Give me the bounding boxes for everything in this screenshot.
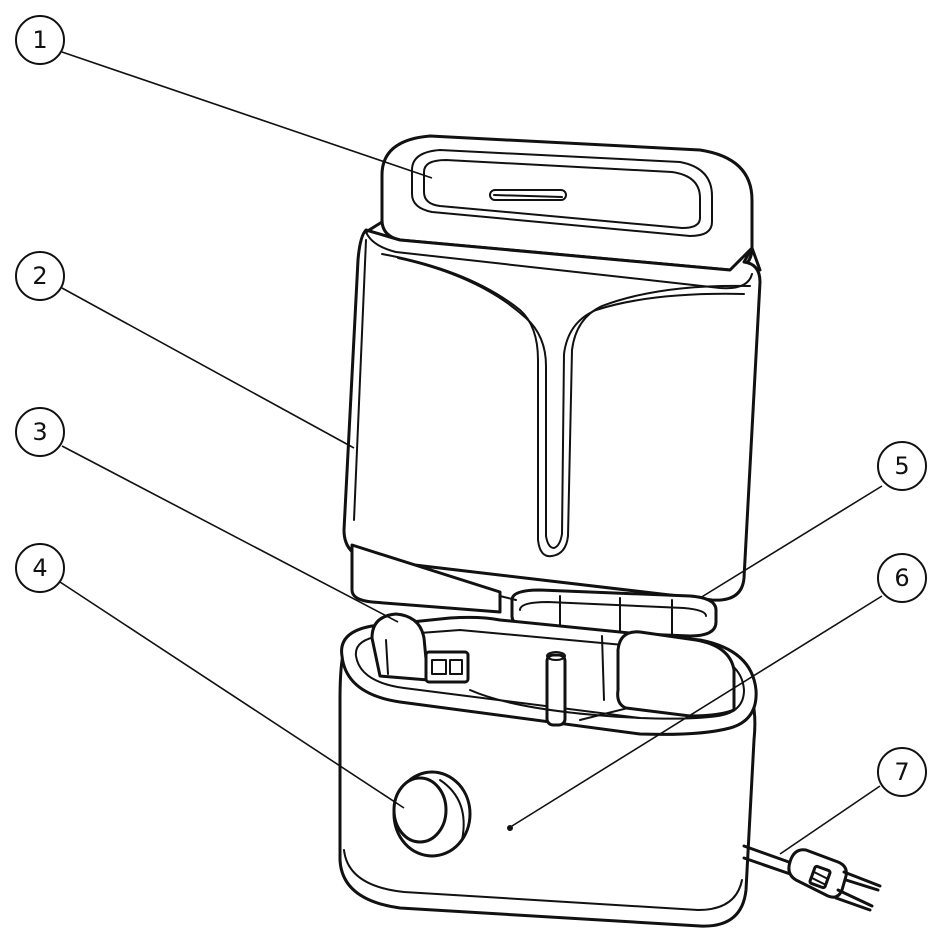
leader-3 [61,445,399,623]
callout-7-label: 7 [894,758,909,786]
callout-4: 4 [15,543,65,593]
leader-4 [59,581,405,809]
leader-lines [59,51,883,855]
mist-chamber [601,630,736,718]
leader-1 [61,51,433,179]
callout-5-label: 5 [894,452,909,480]
callout-2-label: 2 [32,262,47,290]
tank-body [342,220,762,602]
callout-6-label: 6 [894,564,909,592]
callout-2: 2 [15,251,65,301]
tank-valve [350,543,718,638]
leader-2 [61,287,355,449]
callout-6: 6 [877,553,927,603]
callout-3-label: 3 [32,418,47,446]
callout-1: 1 [15,15,65,65]
callout-1-label: 1 [32,26,47,54]
callout-7: 7 [877,747,927,797]
humidifier-base [338,612,882,928]
indicator-light [507,825,513,831]
leader-7 [779,785,881,855]
callout-3: 3 [15,407,65,457]
callout-4-label: 4 [32,554,47,582]
leader-6 [511,595,883,827]
power-cord [742,844,882,912]
leader-5 [699,485,883,599]
callout-5: 5 [877,441,927,491]
float-housing [370,612,470,684]
water-tank [342,134,762,638]
control-knob [392,770,472,858]
